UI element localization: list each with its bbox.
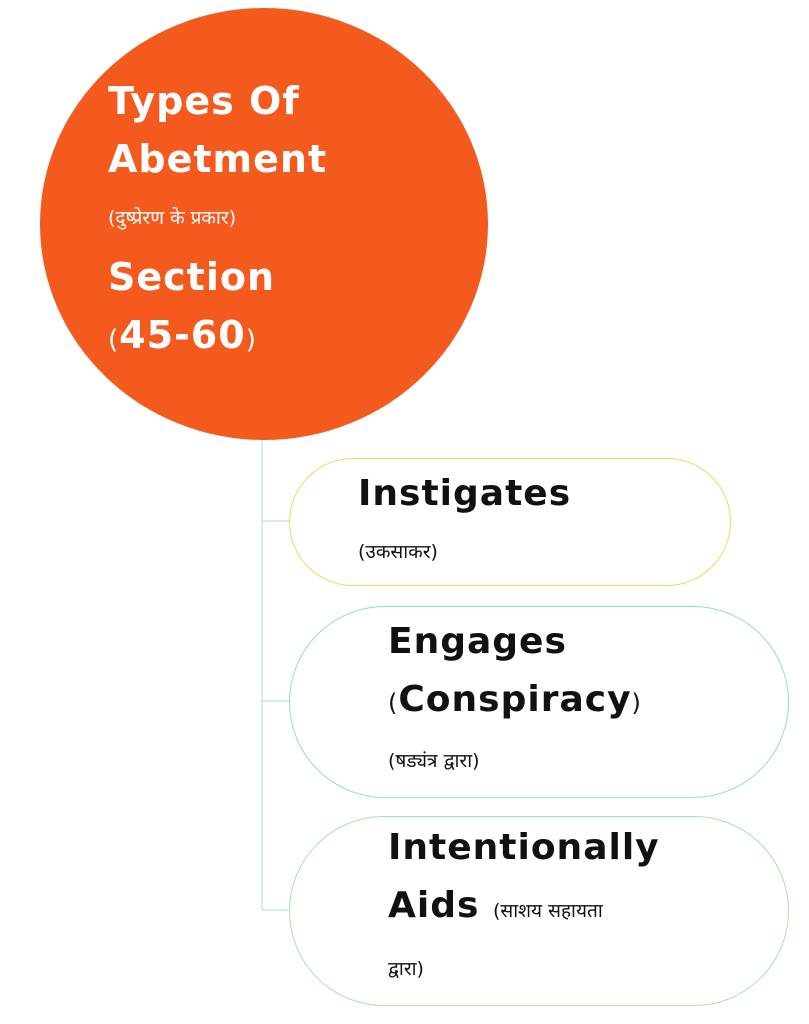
root-range-close-paren: ) — [245, 325, 257, 355]
branch-node-engages: Engages (Conspiracy) (षड्यंत्र द्वारा) — [289, 606, 789, 798]
root-section-range: (45-60) — [108, 306, 428, 369]
root-section-label: Section — [108, 255, 276, 299]
branch-3-title-line-1: Intentionally — [388, 827, 660, 868]
root-range-open-paren: ( — [108, 325, 120, 355]
branch-2-open-paren: ( — [388, 689, 399, 717]
branch-2-detail: Conspiracy — [398, 679, 632, 720]
root-range-value: 45-60 — [119, 313, 246, 357]
root-node-text: Types Of Abetment (दुष्प्रेरण के प्रकार)… — [108, 72, 428, 369]
branch-3-hindi-inline: (साशय सहायता — [492, 900, 603, 922]
branch-2-title: Engages — [388, 621, 567, 662]
branch-3-hindi-continued: द्वारा) — [388, 958, 424, 980]
branch-3-text: Intentionally Aids (साशय सहायता द्वारा) — [388, 819, 660, 998]
branch-1-hindi: (उकसाकर) — [358, 541, 438, 563]
branch-2-text: Engages (Conspiracy) (षड्यंत्र द्वारा) — [388, 613, 642, 790]
branch-2-close-paren: ) — [631, 689, 642, 717]
branch-1-text: Instigates (उकसाकर) — [358, 465, 571, 581]
root-title-line-2: Abetment — [108, 137, 328, 181]
branch-3-title-word: Aids — [388, 885, 480, 926]
root-hindi-subtitle: (दुष्प्रेरण के प्रकार) — [108, 207, 237, 229]
root-node-circle — [40, 8, 488, 440]
branch-node-intentionally-aids: Intentionally Aids (साशय सहायता द्वारा) — [289, 816, 789, 1006]
root-title-line-1: Types Of — [108, 79, 300, 123]
branch-2-detail-line: (Conspiracy) — [388, 671, 642, 732]
branch-node-instigates: Instigates (उकसाकर) — [289, 458, 731, 586]
branch-3-title-line-2: Aids (साशय सहायता — [388, 877, 660, 940]
branch-1-title: Instigates — [358, 473, 572, 514]
branch-2-hindi: (षड्यंत्र द्वारा) — [388, 750, 480, 772]
